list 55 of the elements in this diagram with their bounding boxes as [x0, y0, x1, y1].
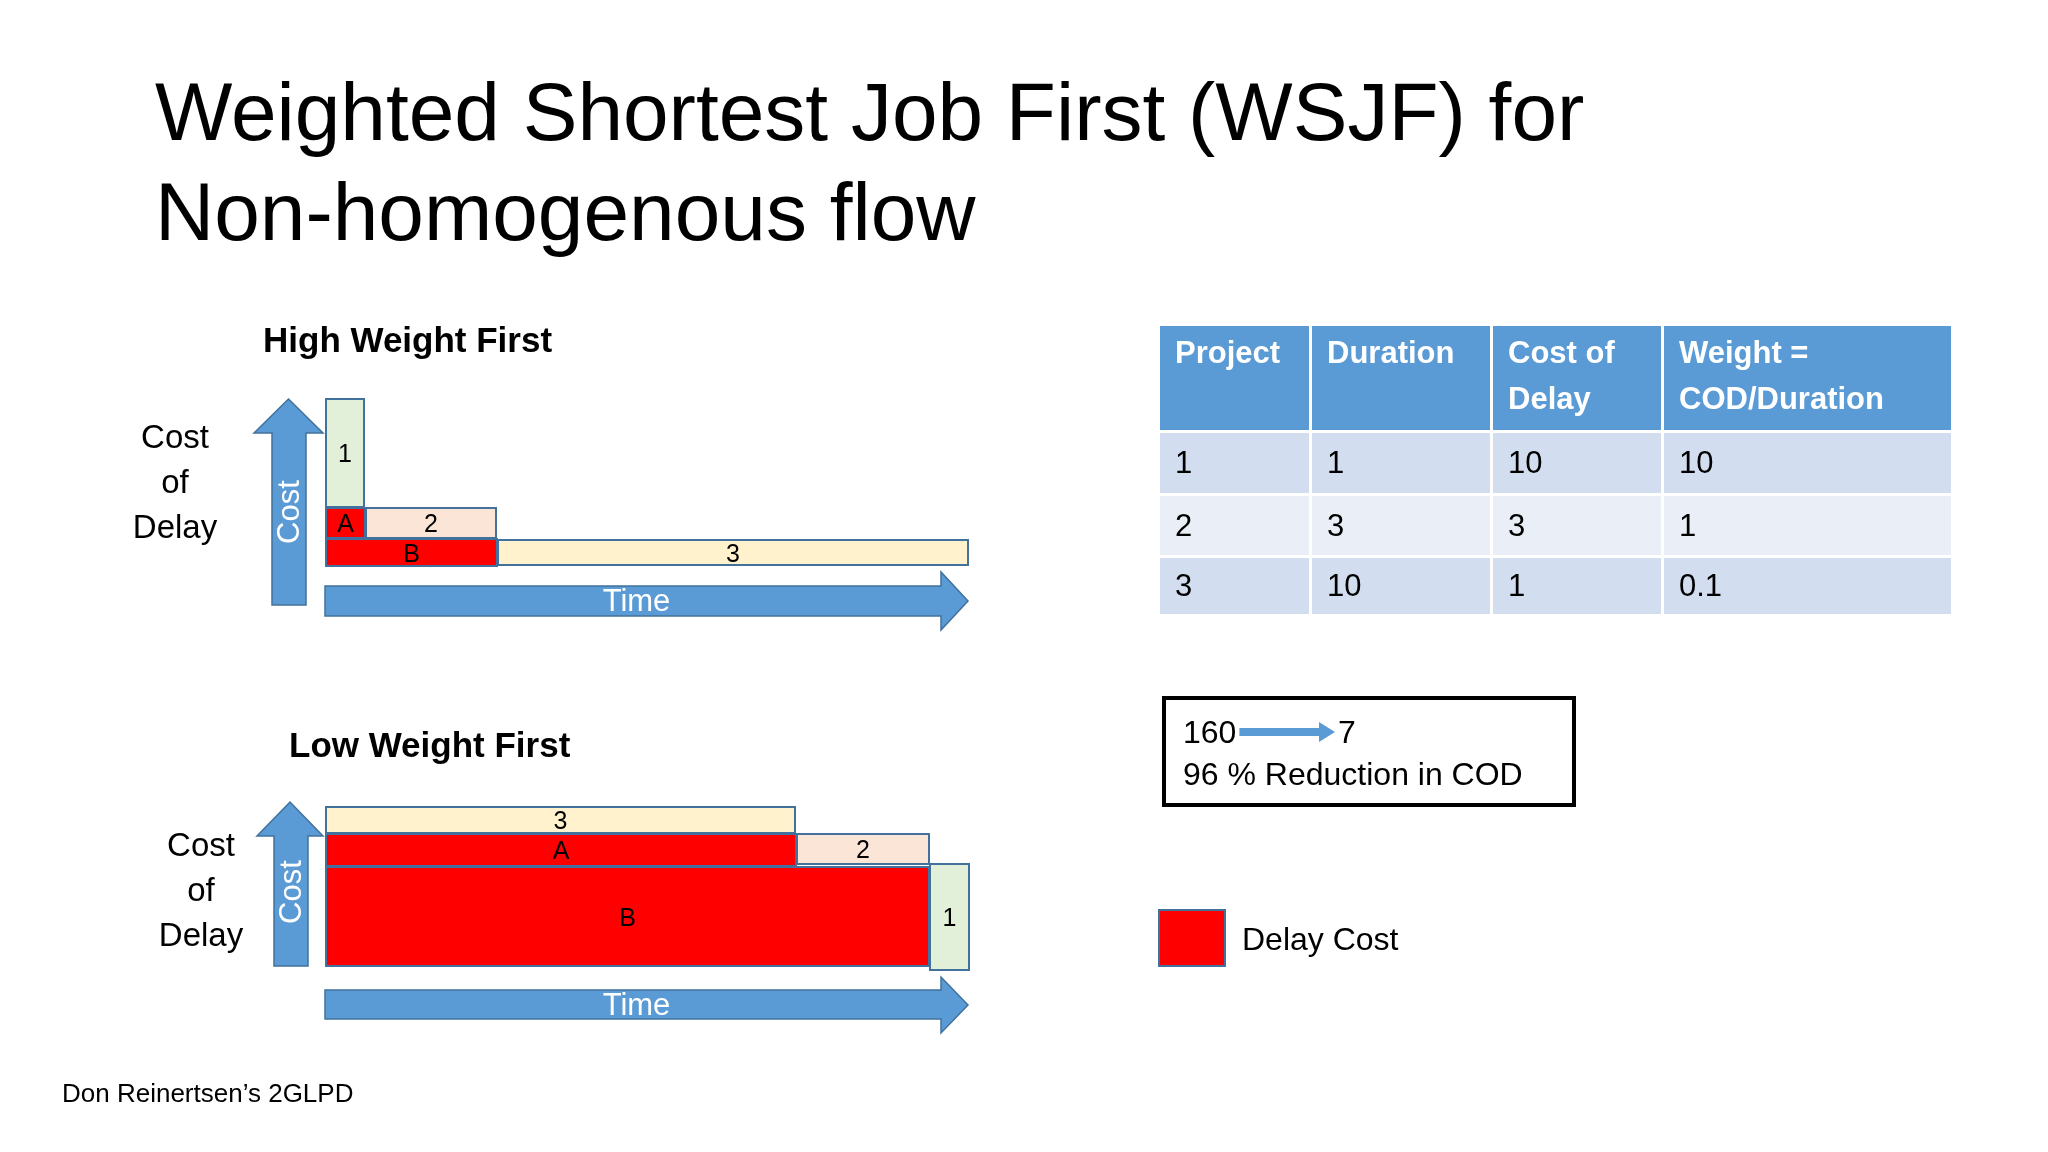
table-cell: 3 [1312, 496, 1490, 555]
table-header-cell: Duration [1312, 326, 1490, 430]
table-cell: 10 [1664, 433, 1951, 493]
table-cell: 1 [1493, 558, 1661, 614]
delay-cost-block [325, 538, 498, 567]
block-label: A [337, 511, 354, 535]
value-text: 160 [1183, 714, 1237, 750]
table-header-cell: Project [1160, 326, 1309, 430]
block-label: 3 [726, 540, 740, 565]
axis-label: Time [602, 988, 671, 1021]
axis-label: Time [602, 585, 671, 617]
table-header-cell: Weight = COD/Duration [1664, 326, 1951, 430]
block-label: 3 [553, 808, 568, 832]
cost-axis-arrow [256, 801, 324, 967]
slide-title: Weighted Shortest Job First (WSJF) for Non-homogenous flow [155, 65, 1586, 259]
table-header-cell: Cost of Delay [1493, 326, 1661, 430]
block-label: 2 [856, 837, 870, 861]
delay-cost-block [325, 507, 366, 539]
table-cell: 1 [1312, 433, 1490, 493]
axis-title: Cost of Delay [131, 417, 219, 547]
project-block [325, 398, 365, 508]
delay-cost-block [325, 833, 797, 867]
block-label: 1 [942, 905, 957, 929]
project-block [325, 806, 796, 834]
block-label: B [403, 540, 420, 565]
block-label: 2 [424, 511, 438, 535]
source-credit: Don Reinertsen’s 2GLPD [62, 1078, 354, 1108]
table-cell: 2 [1160, 496, 1309, 555]
time-axis-arrow [324, 976, 969, 1034]
project-block [929, 863, 970, 971]
project-block [365, 507, 497, 539]
legend-label: Delay Cost [1242, 920, 1399, 958]
table-cell: 1 [1664, 496, 1951, 555]
table-cell: 0.1 [1664, 558, 1951, 614]
table-cell: 3 [1160, 558, 1309, 614]
block-label: B [619, 904, 636, 929]
chart-heading: Low Weight First [289, 725, 571, 765]
axis-label: Cost [273, 480, 305, 545]
delay-cost-block [325, 866, 930, 967]
table-cell: 3 [1493, 496, 1661, 555]
block-label: A [552, 838, 570, 862]
result-box [1162, 696, 1576, 807]
value-text: 7 [1338, 714, 1356, 750]
table-cell: 10 [1312, 558, 1490, 614]
chart-heading: High Weight First [263, 320, 553, 360]
axis-label: Cost [275, 860, 307, 925]
project-block [796, 833, 930, 865]
table-cell: 10 [1493, 433, 1661, 493]
reduction-text: 96 % Reduction in COD [1183, 756, 1523, 792]
block-label: 1 [338, 441, 352, 465]
cost-axis-arrow [253, 398, 324, 606]
project-block [497, 539, 969, 566]
time-axis-arrow [324, 571, 969, 631]
table-cell: 1 [1160, 433, 1309, 493]
axis-title: Cost of Delay [157, 825, 245, 955]
